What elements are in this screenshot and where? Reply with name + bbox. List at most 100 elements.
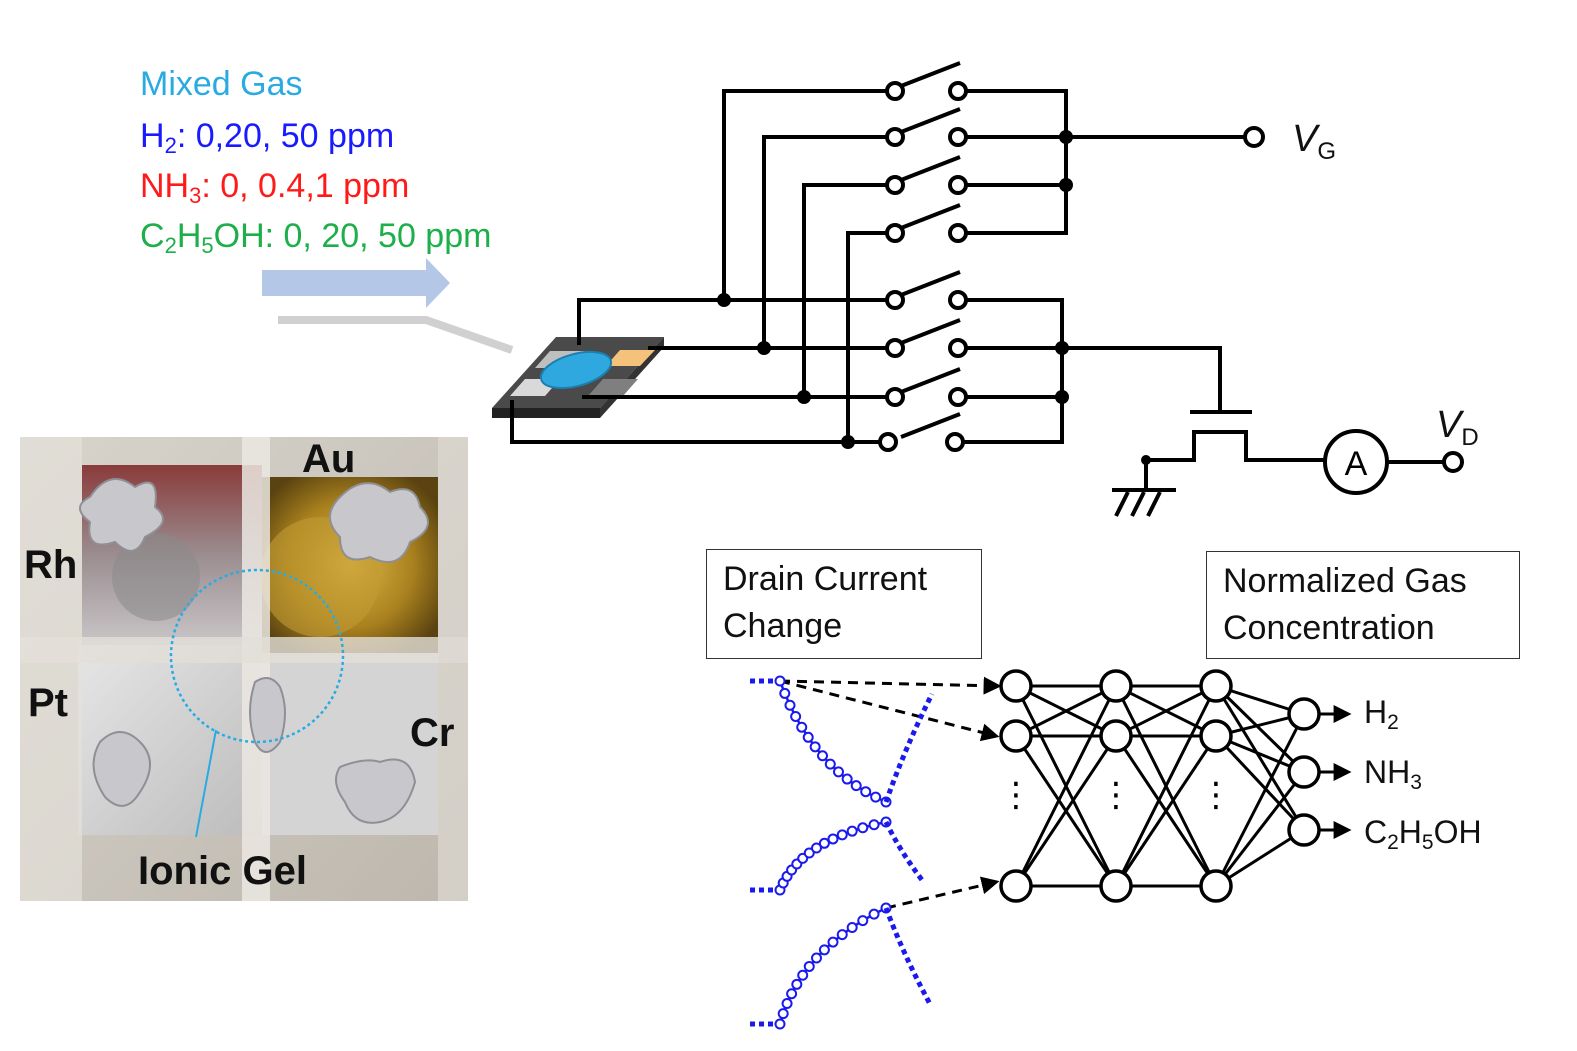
input-dashed-arrows — [779, 676, 1002, 910]
ammeter-label: A — [1345, 445, 1368, 483]
signal-curve-1 — [750, 675, 935, 808]
curve-tail-dots — [883, 820, 924, 882]
junction-ground — [1141, 455, 1151, 465]
vg-label: VG — [1292, 118, 1337, 165]
output-arrows — [1319, 705, 1352, 839]
switch-array — [878, 61, 968, 452]
cr-label: Cr — [410, 711, 455, 755]
sample-point — [811, 952, 822, 964]
ionic-gel-drop — [539, 350, 613, 390]
signal-curves — [750, 675, 935, 1030]
connection — [1014, 735, 1118, 887]
transistor — [1142, 410, 1326, 490]
sample-point — [818, 837, 830, 849]
input-label-box: Drain Current Change — [706, 549, 982, 659]
vg-terminal — [1243, 126, 1265, 148]
sample-point — [786, 988, 798, 1000]
connection — [1015, 684, 1117, 738]
input-arrow-2 — [779, 679, 1000, 742]
pt-label: Pt — [28, 681, 68, 725]
rh-label: Rh — [24, 543, 78, 587]
sample-point — [797, 969, 809, 981]
sample-point — [824, 758, 836, 770]
sample-point — [846, 825, 858, 837]
output-neuron-3 — [1287, 813, 1321, 847]
connection — [1214, 771, 1306, 887]
connection — [1114, 735, 1218, 887]
ethanol-concentration-line: C2H5OH: 0, 20, 50 ppm — [140, 217, 492, 258]
sample-point — [827, 833, 839, 845]
signal-curve-2 — [750, 816, 924, 896]
input-arrow-3 — [885, 876, 1000, 910]
au-label: Au — [302, 437, 356, 481]
switch-7 — [885, 367, 968, 407]
sample-point — [817, 750, 828, 762]
output-label-h2: H2 — [1364, 694, 1399, 734]
sample-point — [833, 766, 844, 778]
switch-4 — [885, 203, 968, 243]
sample-point — [818, 944, 830, 956]
ionic-gel-label: Ionic Gel — [138, 849, 307, 893]
sample-point — [784, 699, 796, 711]
sample-point — [803, 960, 815, 972]
sample-point — [836, 829, 848, 841]
sample-point — [809, 741, 821, 753]
switch-5 — [885, 270, 968, 310]
sample-point — [868, 819, 880, 831]
output-label-box: Normalized Gas Concentration — [1206, 551, 1520, 659]
gas-flow-arrow — [262, 258, 450, 308]
output-label-nh3: NH3 — [1364, 754, 1422, 794]
connection — [1014, 685, 1118, 887]
gel-pointer — [195, 729, 217, 838]
sample-point — [803, 847, 815, 859]
switch-2 — [885, 107, 968, 147]
device-photo: Au Rh Pt Cr Ionic Gel — [20, 437, 468, 901]
switch-8 — [878, 412, 965, 452]
input-arrow-1 — [779, 676, 1002, 695]
pointer-line — [278, 316, 514, 354]
sample-point — [868, 908, 880, 920]
sample-point — [857, 915, 869, 927]
curve-tail-dots — [883, 692, 935, 803]
curve-line — [778, 680, 887, 804]
output-label-ethanol: C2H5OH — [1364, 814, 1482, 854]
output-neuron-2 — [1287, 755, 1321, 789]
gas-title: Mixed Gas — [140, 65, 303, 103]
sample-point — [827, 936, 839, 948]
neuron-l1-2 — [999, 719, 1033, 753]
switch-1 — [885, 61, 968, 101]
network-connections — [1014, 684, 1306, 888]
curve-line — [778, 820, 887, 891]
sample-point — [870, 791, 882, 803]
chip-wiring — [510, 89, 1246, 444]
sample-point — [774, 675, 786, 687]
sample-point — [846, 921, 858, 933]
connection — [1214, 684, 1306, 774]
sample-point — [777, 1008, 789, 1020]
sample-point — [791, 978, 803, 990]
neuron-l1-3 — [999, 869, 1033, 903]
sample-point — [860, 786, 872, 798]
layer1-ellipsis: ⋮ — [999, 775, 1033, 815]
connection — [1114, 685, 1218, 887]
layer2-ellipsis: ⋮ — [1099, 775, 1133, 815]
network-nodes — [999, 669, 1321, 903]
device-photo-drawing — [20, 437, 468, 901]
layer3-ellipsis: ⋮ — [1199, 775, 1233, 815]
switch-3 — [885, 155, 968, 195]
junction-dots — [717, 130, 1073, 449]
sample-point — [796, 721, 808, 733]
vd-label: VD — [1436, 404, 1479, 451]
neuron-l1-1 — [999, 669, 1033, 703]
switch-6 — [885, 318, 968, 358]
output-neuron-1 — [1287, 697, 1321, 731]
sample-point — [850, 780, 862, 792]
sample-point — [779, 687, 791, 699]
neuron-l2-1 — [1099, 669, 1133, 703]
sample-point — [774, 1018, 786, 1030]
sample-point — [857, 822, 869, 834]
neuron-l3-3 — [1199, 869, 1233, 903]
connection — [1215, 828, 1305, 888]
curve-line — [778, 906, 887, 1025]
